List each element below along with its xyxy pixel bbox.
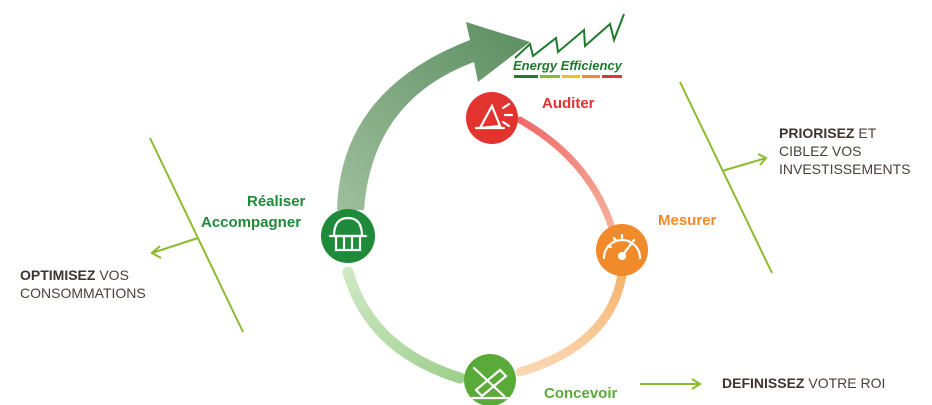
arc-mesurer-concevoir bbox=[515, 270, 627, 377]
definissez-rest: VOTRE ROI bbox=[804, 375, 886, 391]
optimisez-callout: OPTIMISEZ VOS CONSOMMATIONS bbox=[20, 266, 146, 302]
priorisez-line3: INVESTISSEMENTS bbox=[779, 161, 911, 177]
optimisez-rest: VOS bbox=[95, 267, 129, 283]
optimisez-line2: CONSOMMATIONS bbox=[20, 285, 146, 301]
efficiency-waveform-logo bbox=[514, 13, 625, 78]
mesurer-label: Mesurer bbox=[658, 212, 717, 229]
priorisez-divider-line bbox=[679, 81, 773, 274]
priorisez-callout: PRIORISEZ ET CIBLEZ VOS INVESTISSEMENTS bbox=[779, 124, 910, 178]
definissez-callout: DEFINISSEZ VOTRE ROI bbox=[722, 374, 885, 392]
arc-concevoir-realiser bbox=[342, 266, 466, 384]
definissez-bold: DEFINISSEZ bbox=[722, 375, 805, 391]
concevoir-node bbox=[464, 354, 516, 405]
design-pencil-icon bbox=[470, 366, 510, 400]
audit-megaphone-icon bbox=[474, 102, 514, 130]
accompagner-label: Accompagner bbox=[201, 214, 302, 231]
big-curved-arrow bbox=[337, 22, 530, 210]
optimisez-arrow bbox=[150, 237, 199, 259]
gauge-icon bbox=[602, 233, 642, 261]
auditer-label: Auditer bbox=[542, 95, 595, 112]
building-helmet-icon bbox=[328, 216, 368, 252]
optimisez-bold: OPTIMISEZ bbox=[20, 267, 96, 283]
arc-auditer-mesurer bbox=[516, 116, 616, 232]
logo-text: Energy Efficiency bbox=[513, 58, 622, 73]
priorisez-rest: ET bbox=[854, 125, 877, 141]
priorisez-bold: PRIORISEZ bbox=[779, 125, 855, 141]
realiser-label: Réaliser bbox=[247, 193, 306, 210]
realiser-node bbox=[321, 209, 375, 263]
priorisez-arrow bbox=[721, 153, 768, 172]
definissez-arrow bbox=[640, 378, 702, 390]
auditer-node bbox=[466, 92, 518, 144]
mesurer-node bbox=[596, 224, 648, 276]
optimisez-divider-line bbox=[149, 137, 244, 333]
priorisez-line2: CIBLEZ VOS bbox=[779, 143, 862, 159]
concevoir-label: Concevoir bbox=[544, 385, 618, 402]
